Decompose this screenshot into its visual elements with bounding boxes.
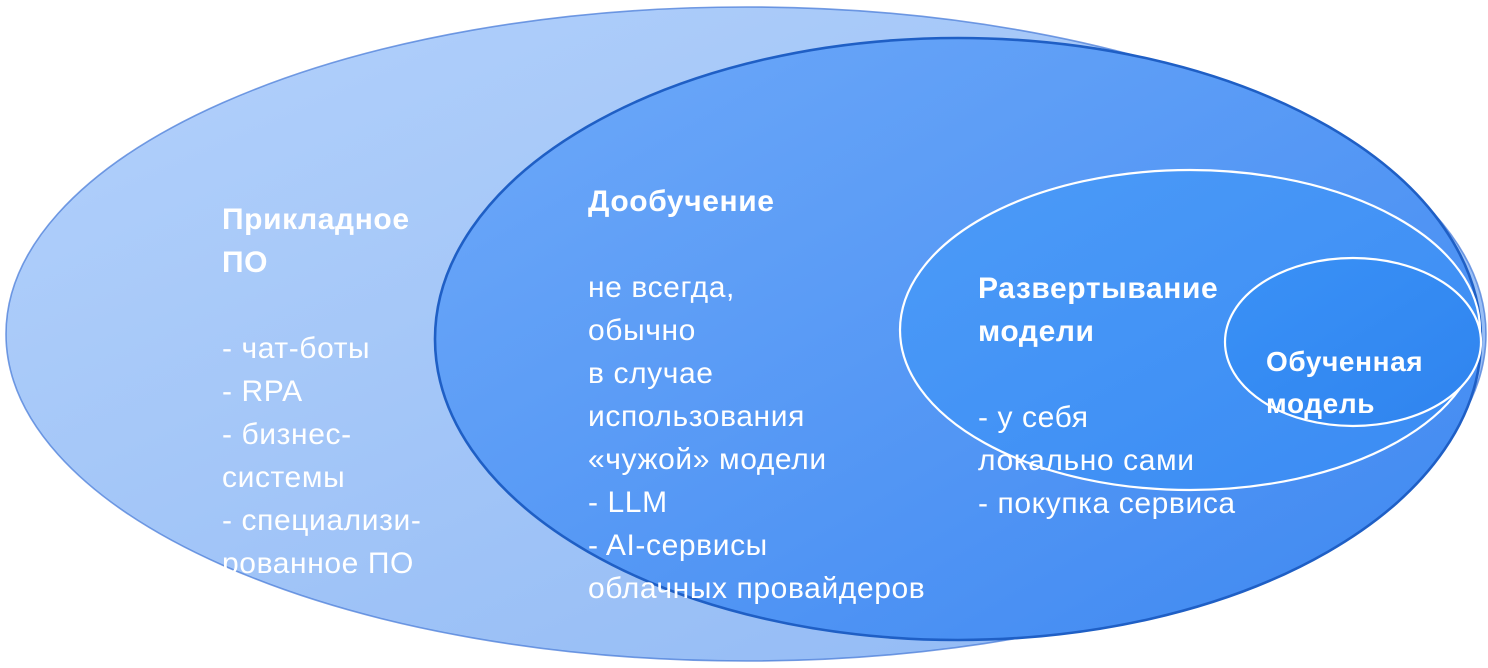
label-block-applied-software: Прикладное ПО - чат-боты - RPA - бизнес-… [222, 155, 421, 628]
ellipse-trained-model [1223, 256, 1483, 428]
trained-model-title: Обученная модель [1266, 346, 1424, 419]
label-block-model-deployment: Развертывание модели - у себя локально с… [978, 224, 1236, 568]
applied-software-items: - чат-боты - RPA - бизнес- системы - спе… [222, 332, 422, 580]
label-block-fine-tuning: Дообучение не всегда, обычно в случае ис… [588, 137, 925, 653]
applied-software-title: Прикладное ПО [222, 203, 410, 279]
model-deployment-items: - у себя локально сами - покупка сервиса [978, 401, 1236, 520]
model-deployment-title: Развертывание модели [978, 272, 1219, 348]
label-block-trained-model: Обученная модель [1266, 299, 1423, 467]
fine-tuning-title: Дообучение [588, 185, 775, 218]
fine-tuning-items: не всегда, обычно в случае использования… [588, 271, 926, 605]
